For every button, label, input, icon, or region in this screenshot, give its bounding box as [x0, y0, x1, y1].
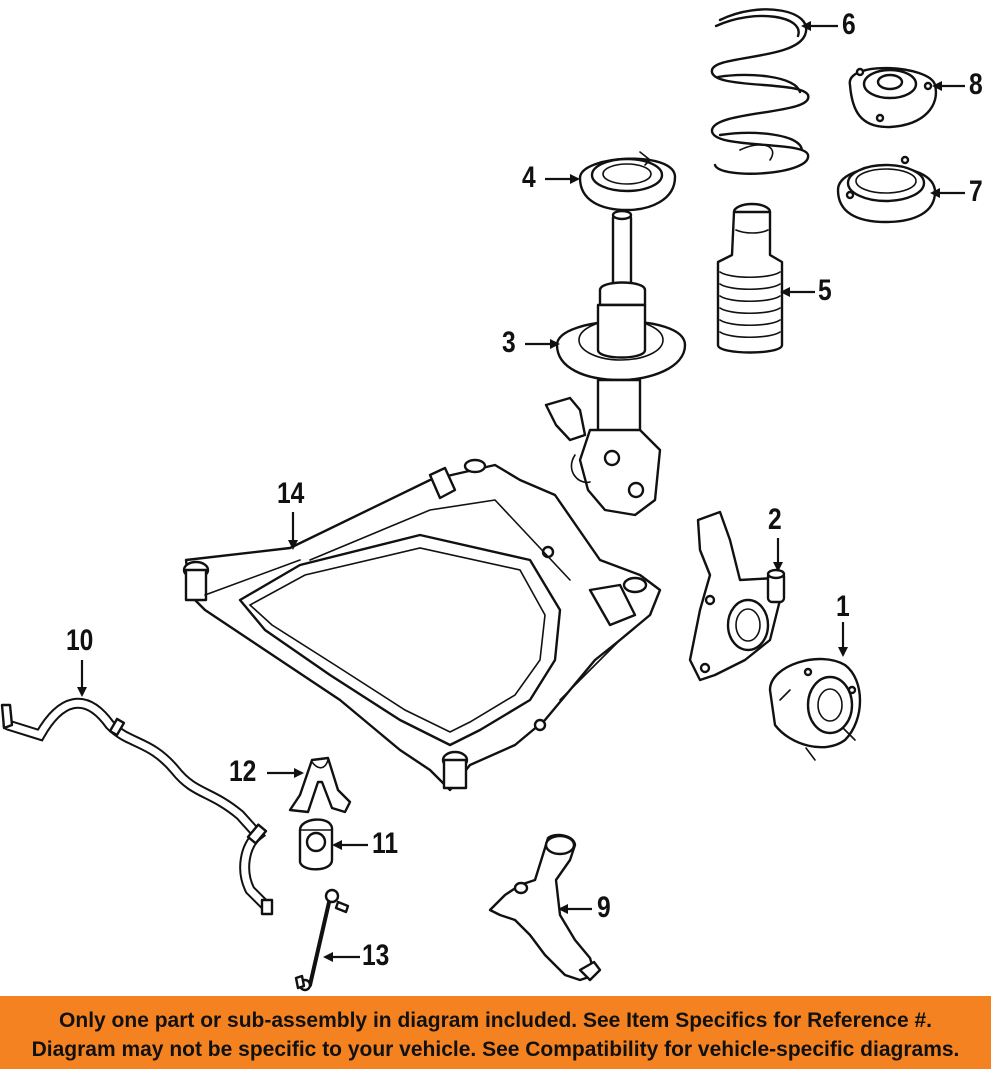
- strut-mount: [848, 66, 938, 129]
- callout-12: 12: [229, 755, 257, 788]
- stabilizer-bar: [0, 697, 274, 916]
- stabilizer-link: [294, 888, 350, 992]
- suspension-diagram: [0, 8, 965, 992]
- callout-11: 11: [372, 827, 399, 860]
- callout-3: 3: [502, 326, 516, 359]
- callout-2: 2: [768, 503, 782, 536]
- steering-knuckle: [688, 510, 786, 682]
- spring-seat: [578, 151, 677, 212]
- callout-13: 13: [362, 939, 390, 972]
- strut-insulator: [836, 155, 937, 224]
- disclaimer-banner: Only one part or sub-assembly in diagram…: [0, 996, 991, 1069]
- callout-7: 7: [969, 175, 983, 208]
- stabilizer-bushing: [298, 818, 334, 871]
- coil-spring: [710, 8, 810, 175]
- callout-6: 6: [842, 8, 856, 41]
- lower-control-arm: [488, 833, 602, 982]
- stabilizer-bracket: [288, 756, 352, 814]
- callout-1: 1: [836, 590, 850, 623]
- disclaimer-line-2: Diagram may not be specific to your vehi…: [31, 1038, 960, 1061]
- dust-boot: [716, 202, 784, 354]
- callout-9: 9: [597, 891, 611, 924]
- strut-assembly: [544, 209, 687, 517]
- callout-5: 5: [818, 274, 832, 307]
- wheel-hub: [768, 657, 862, 761]
- callout-4: 4: [522, 161, 536, 194]
- leader-lines: [77, 21, 965, 962]
- callout-14: 14: [277, 477, 305, 510]
- disclaimer-line-1: Only one part or sub-assembly in diagram…: [59, 1009, 932, 1032]
- callout-10: 10: [66, 624, 94, 657]
- front-crossmember: [182, 458, 662, 792]
- callout-8: 8: [969, 68, 983, 101]
